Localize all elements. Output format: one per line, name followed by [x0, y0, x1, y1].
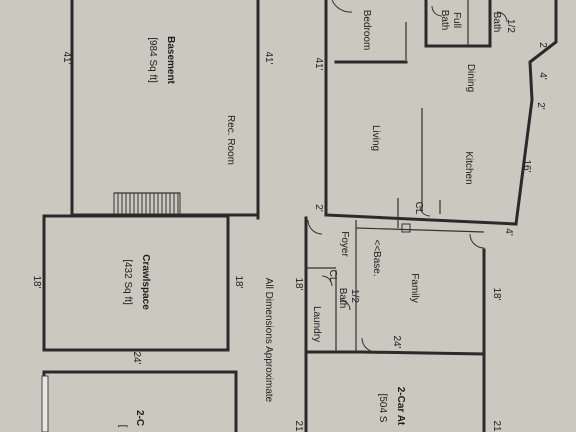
full-bath-label-line2: Bath	[439, 10, 450, 31]
garage-area-label: [504 S	[377, 394, 388, 423]
lower-garage-area-label: [	[117, 425, 128, 428]
dimension-basement-right: 41'	[263, 51, 274, 64]
dimension-crawlspace-right: 18'	[233, 275, 244, 288]
dimension-bump-4ft: 4'	[537, 72, 548, 80]
family-label: Family	[409, 273, 420, 302]
all-dimensions-note: All Dimensions Approximate	[263, 278, 274, 403]
garage-label: 2-Car At	[395, 387, 406, 426]
dimension-garage-right: 21	[491, 420, 502, 432]
kitchen-label: Kitchen	[463, 151, 474, 184]
dimension-crawlspace-bottom: 24'	[131, 351, 142, 364]
dimension-family-right: 18'	[491, 287, 502, 300]
full-bath-label-line1: Full	[451, 12, 462, 28]
bedroom-label: Bedroom	[361, 10, 372, 51]
half-bath-label-line1: 1/2	[349, 289, 360, 303]
foyer-label: Foyer	[339, 231, 350, 257]
dimension-kitchen-right: 16'	[521, 159, 532, 172]
dimension-family-bottom: 24'	[391, 335, 402, 348]
closet-kitchen-label: CL	[413, 202, 424, 215]
crawlspace-area-label: [432 Sq ft]	[122, 259, 133, 305]
dimension-crawlspace-left: 18'	[31, 275, 42, 288]
main-floor-walls	[304, 0, 558, 432]
laundry-label: Laundry	[311, 306, 322, 342]
basement-area-label: [984 Sq ft]	[147, 37, 158, 83]
basement-stairs	[113, 192, 181, 216]
dimension-main-left: 41'	[313, 57, 324, 70]
dimension-garage-left: 21	[293, 420, 304, 432]
half-bath-top-label-line2: Bath	[491, 12, 502, 33]
dimension-foyer-left: 18'	[293, 277, 304, 290]
crawlspace-walls	[42, 214, 230, 352]
half-bath-top-label-line1: 1/2	[505, 19, 516, 33]
half-bath-label-line2: Bath	[337, 288, 348, 309]
dimension-bump-2ft-bottom: 2'	[535, 102, 546, 110]
dimension-step-4ft: 4'	[503, 228, 514, 236]
living-label: Living	[370, 125, 381, 151]
dimension-bump-2ft-top: 2'	[537, 42, 548, 50]
basement-arrow-label: <<Base.	[371, 239, 382, 276]
fixture-box	[401, 223, 411, 233]
dining-label: Dining	[465, 64, 476, 92]
rec-room-label: Rec. Room	[225, 115, 236, 165]
crawlspace-label: Crawlspace	[140, 254, 151, 310]
closet-foyer-label: CL	[327, 270, 338, 283]
dimension-basement-left: 41'	[61, 51, 72, 64]
door-swings	[307, 0, 508, 353]
lower-garage-walls	[41, 370, 238, 432]
lower-garage-label: 2-C	[134, 410, 145, 426]
basement-label: Basement	[165, 36, 176, 84]
dimension-2ft-left: 2'	[313, 204, 324, 212]
